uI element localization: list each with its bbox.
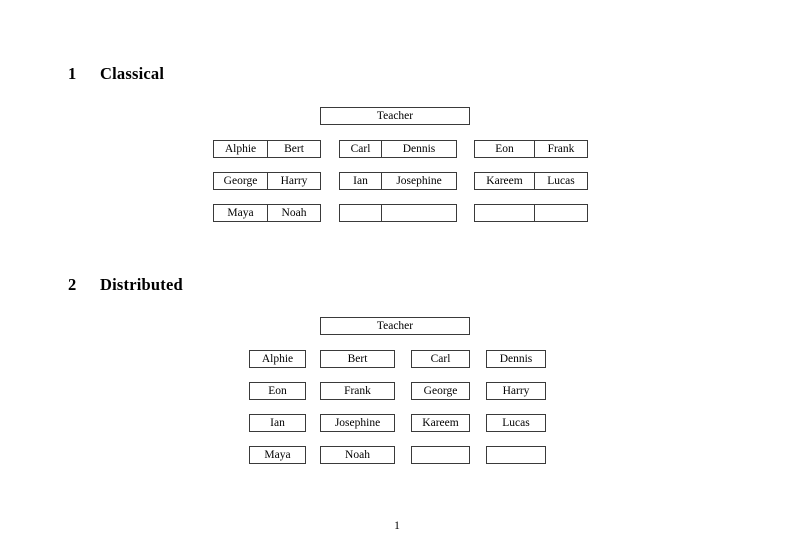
- distributed-row-3: Ian Josephine Kareem Lucas: [249, 414, 546, 432]
- name-cell-empty[interactable]: [340, 205, 382, 221]
- name-cell[interactable]: Josephine: [396, 175, 442, 187]
- section-title: Distributed: [100, 275, 183, 294]
- teacher-box-classical[interactable]: Teacher: [320, 107, 470, 125]
- name-cell[interactable]: Ian: [340, 173, 382, 189]
- name-cell[interactable]: Harry: [280, 175, 308, 187]
- section-heading-classical: 1 Classical: [68, 64, 164, 84]
- name-cell[interactable]: Eon: [475, 141, 535, 157]
- name-box[interactable]: Noah: [320, 446, 395, 464]
- distributed-row-4: Maya Noah: [249, 446, 546, 464]
- classical-group-a-row-3[interactable]: Maya Noah: [213, 204, 321, 222]
- name-box[interactable]: Eon: [249, 382, 306, 400]
- name-cell[interactable]: Maya: [214, 205, 268, 221]
- classical-group-b-row-3[interactable]: [339, 204, 457, 222]
- name-cell-empty[interactable]: [475, 205, 535, 221]
- name-box[interactable]: Ian: [249, 414, 306, 432]
- section-title: Classical: [100, 64, 165, 83]
- name-box[interactable]: Kareem: [411, 414, 470, 432]
- name-box[interactable]: Maya: [249, 446, 306, 464]
- name-cell[interactable]: George: [214, 173, 268, 189]
- classical-group-c-row-3[interactable]: [474, 204, 588, 222]
- name-box[interactable]: Harry: [486, 382, 546, 400]
- name-cell-empty[interactable]: [382, 205, 456, 221]
- name-cell[interactable]: Kareem: [475, 173, 535, 189]
- name-box[interactable]: Josephine: [320, 414, 395, 432]
- name-cell-empty[interactable]: [535, 205, 587, 221]
- section-heading-distributed: 2 Distributed: [68, 275, 183, 295]
- classical-row-3: Maya Noah: [213, 204, 588, 222]
- name-box-empty[interactable]: [411, 446, 470, 464]
- classical-group-a-row-2[interactable]: George Harry: [213, 172, 321, 190]
- distributed-row-1: Alphie Bert Carl Dennis: [249, 350, 546, 368]
- name-cell[interactable]: Dennis: [402, 143, 436, 155]
- name-box[interactable]: Lucas: [486, 414, 546, 432]
- section-number: 1: [68, 64, 77, 83]
- distributed-row-2: Eon Frank George Harry: [249, 382, 546, 400]
- teacher-box-distributed[interactable]: Teacher: [320, 317, 470, 335]
- classical-group-b-row-1[interactable]: Carl Dennis: [339, 140, 457, 158]
- name-box[interactable]: Dennis: [486, 350, 546, 368]
- classical-group-a-row-1[interactable]: Alphie Bert: [213, 140, 321, 158]
- name-cell[interactable]: Carl: [340, 141, 382, 157]
- classical-group-b-row-2[interactable]: Ian Josephine: [339, 172, 457, 190]
- name-box[interactable]: Carl: [411, 350, 470, 368]
- name-cell[interactable]: Noah: [281, 207, 307, 219]
- name-cell[interactable]: Alphie: [214, 141, 268, 157]
- classical-group-c-row-2[interactable]: Kareem Lucas: [474, 172, 588, 190]
- name-box[interactable]: Bert: [320, 350, 395, 368]
- classical-row-2: George Harry Ian Josephine Kareem Lucas: [213, 172, 588, 190]
- page-number: 1: [394, 520, 400, 532]
- name-cell[interactable]: Frank: [547, 143, 575, 155]
- classical-group-c-row-1[interactable]: Eon Frank: [474, 140, 588, 158]
- section-number: 2: [68, 275, 77, 294]
- classical-row-1: Alphie Bert Carl Dennis Eon Frank: [213, 140, 588, 158]
- name-box[interactable]: Alphie: [249, 350, 306, 368]
- name-box-empty[interactable]: [486, 446, 546, 464]
- name-cell[interactable]: Bert: [284, 143, 304, 155]
- name-box[interactable]: Frank: [320, 382, 395, 400]
- name-cell[interactable]: Lucas: [547, 175, 575, 187]
- name-box[interactable]: George: [411, 382, 470, 400]
